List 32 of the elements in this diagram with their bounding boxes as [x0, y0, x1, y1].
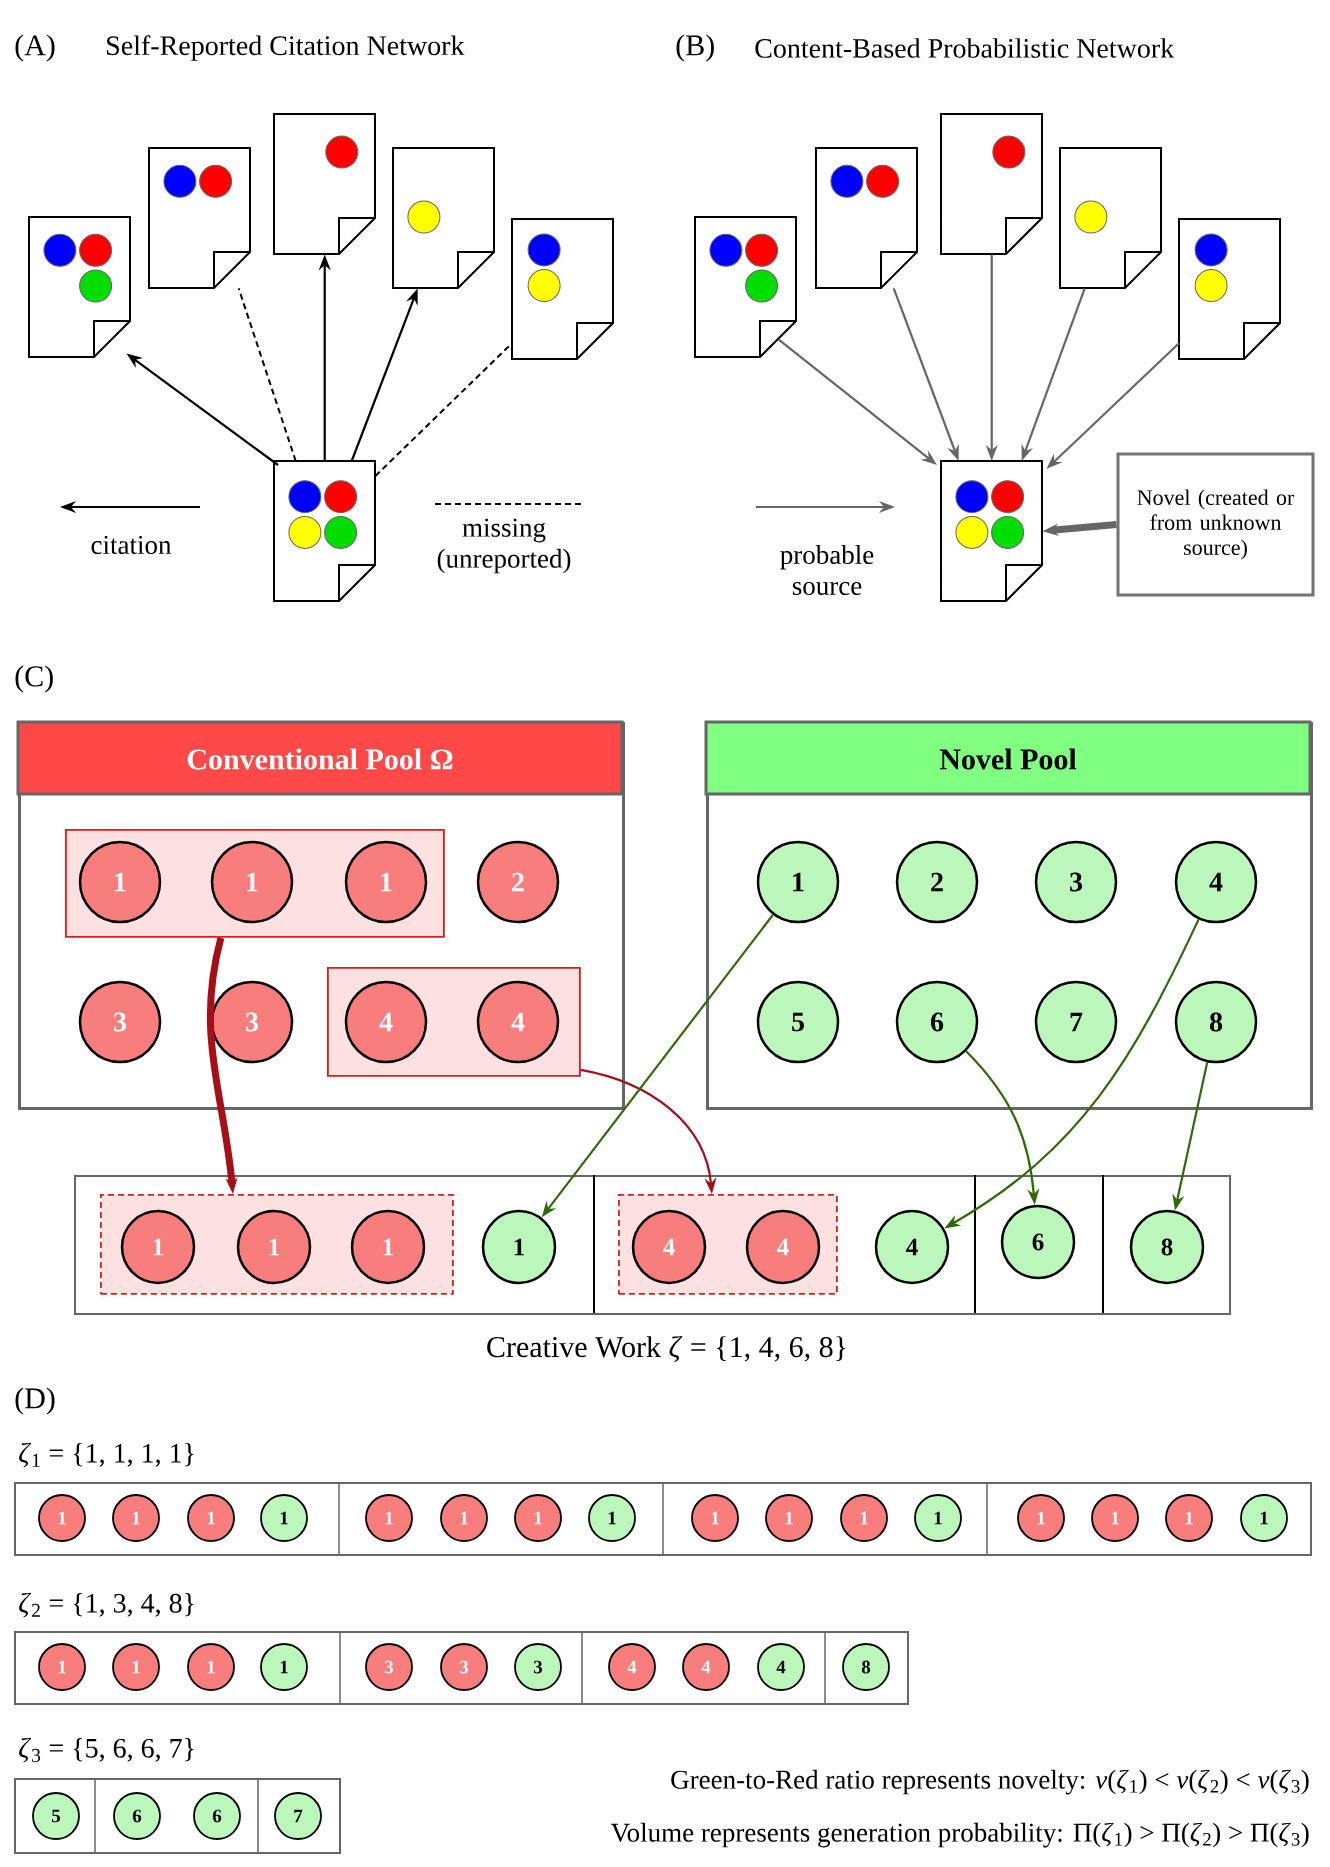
- caption: ζ$_{2}$ = {1, 3, 4, 8}: [19, 1592, 194, 1618]
- document-icon: [511, 218, 614, 360]
- legend-label: citation: [91, 535, 172, 555]
- panel-label: (C): [15, 665, 53, 693]
- legend-label: missing (unreported): [437, 518, 571, 574]
- caption: ζ$_{3}$ = {5, 6, 6, 7}: [19, 1737, 194, 1763]
- caption: ζ$_{1}$ = {1, 1, 1, 1}: [19, 1442, 194, 1468]
- panel-title: Self-Reported Citation Network: [107, 35, 465, 61]
- document-icon: [28, 216, 131, 358]
- document-icon: [694, 216, 797, 358]
- text-box: Novel (created or from unknown source): [1116, 452, 1315, 597]
- document-icon: [1178, 218, 1281, 360]
- document-icon: [273, 113, 376, 255]
- divided-box: [14, 1777, 341, 1854]
- document-icon: [273, 460, 376, 602]
- panel-title: Content-Based Probabilistic Network: [755, 38, 1175, 58]
- document-icon: [940, 460, 1043, 602]
- divided-box: [74, 1174, 1231, 1315]
- panel-label: (A): [15, 34, 55, 62]
- panel-label: (B): [676, 34, 714, 62]
- panel-label: (D): [15, 1387, 55, 1415]
- document-icon: [392, 147, 495, 289]
- note: Volume represents generation probability: Π(ζ$_{1}$) > Π(ζ$_{2}$) > Π(ζ$_{3}$): [610, 1822, 1309, 1848]
- caption: Creative Work ζ = {1, 4, 6, 8}: [487, 1335, 846, 1363]
- document-icon: [815, 147, 918, 289]
- document-icon: [1059, 147, 1162, 289]
- document-icon: [148, 147, 251, 289]
- divided-box: [14, 1481, 1312, 1556]
- legend-label: probable source: [780, 545, 874, 595]
- divided-box: [14, 1630, 909, 1705]
- note: Green-to-Red ratio represents novelty: ν(ζ$_{1}$) < ν(ζ$_{2}$) < ν(ζ$_{3}$): [671, 1769, 1309, 1795]
- document-icon: [940, 113, 1043, 255]
